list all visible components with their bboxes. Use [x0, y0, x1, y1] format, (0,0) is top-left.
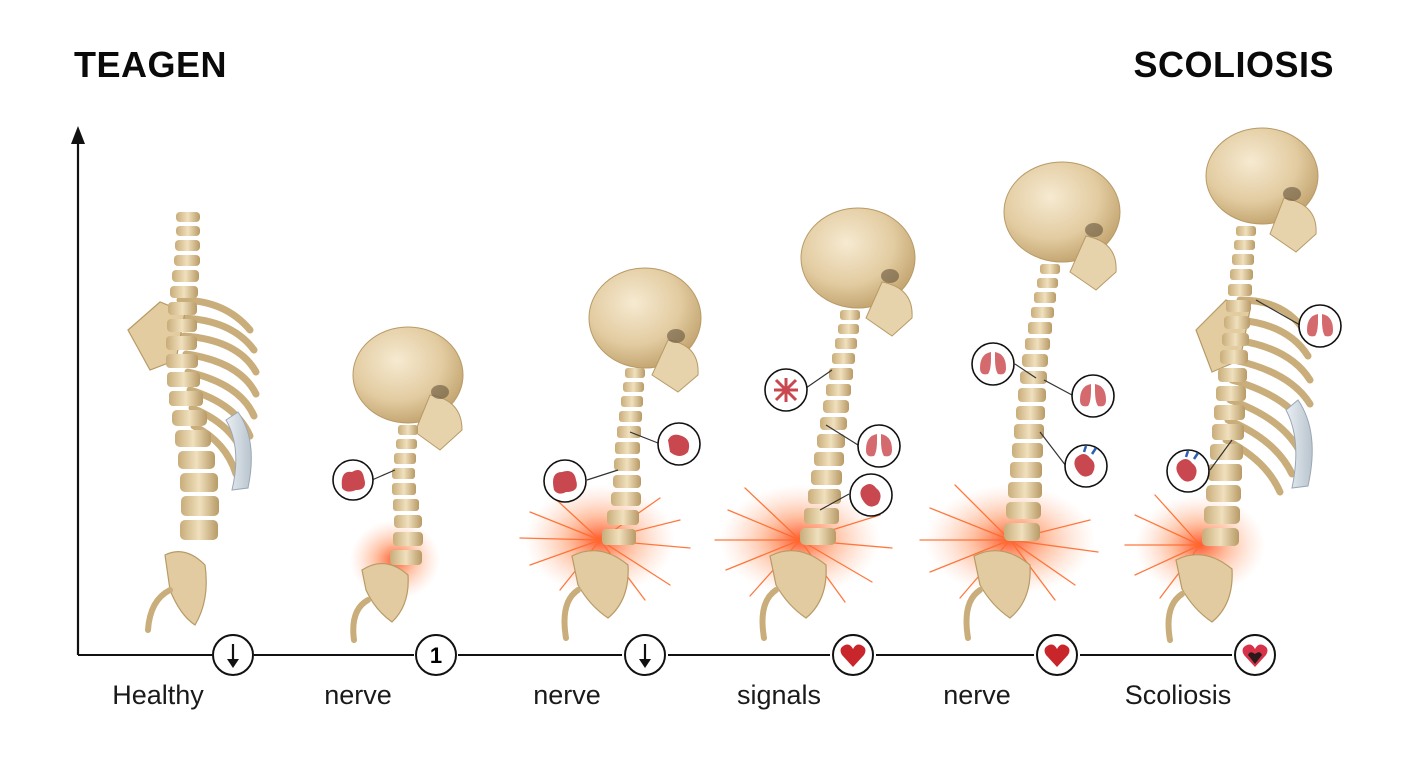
stage-label-nerve-1: nerve [324, 680, 392, 710]
heart-organ-icon [1166, 449, 1210, 493]
costal-cartilage [225, 411, 252, 491]
sacrum [571, 550, 629, 619]
spine-column [602, 368, 645, 545]
y-axis-arrowhead [71, 126, 85, 144]
sacrum [361, 563, 409, 623]
heart-organ-icon [849, 473, 893, 517]
skeleton-stage-4 [759, 207, 916, 641]
jaw [1069, 235, 1117, 291]
spine-column [166, 212, 219, 540]
skeleton-stage-6 [1165, 127, 1319, 643]
skeleton-stage-3 [561, 267, 702, 641]
stage-label-scoliosis: Scoliosis [1124, 680, 1232, 710]
spine-column [390, 425, 423, 565]
coccyx [963, 587, 983, 641]
spine-column [1004, 264, 1060, 541]
stage-label-healthy: Healthy [112, 680, 204, 710]
spine-column [800, 310, 860, 545]
jaw [865, 281, 913, 337]
spine-column [1202, 226, 1256, 546]
down-arrow-icon [212, 634, 254, 676]
stage-label-nerve-3: nerve [943, 680, 1011, 710]
heart-icon [1036, 634, 1078, 676]
stomach-icon [657, 422, 701, 466]
coccyx [145, 587, 173, 633]
skeleton-stage-1 [127, 212, 260, 633]
organ-callouts [332, 299, 1342, 517]
intestines-icon [764, 368, 808, 412]
intestines-icon [332, 459, 374, 501]
costal-cartilage [1285, 399, 1313, 489]
stage-label-nerve-2: nerve [533, 680, 601, 710]
down-arrow-icon [624, 634, 666, 676]
coccyx [759, 587, 779, 641]
baseline-markers: 1 [212, 634, 1276, 676]
lungs-icon [857, 424, 901, 468]
sacrum [164, 551, 207, 626]
heart-organ-icon [1064, 444, 1108, 488]
coccyx [350, 597, 371, 643]
coccyx [561, 587, 581, 641]
sacrum [769, 550, 827, 619]
lungs-icon [971, 342, 1015, 386]
sacrum [973, 550, 1031, 619]
skeleton-stage-2 [350, 326, 464, 643]
lungs-icon [1071, 374, 1115, 418]
sacrum [1175, 554, 1233, 623]
title-right: SCOLIOSIS [1133, 44, 1334, 85]
stage-label-signals: signals [736, 680, 822, 710]
dark-heart-icon [1234, 634, 1276, 676]
marker-number-text: 1 [430, 643, 442, 668]
number-one-icon: 1 [415, 634, 457, 676]
coccyx [1165, 591, 1185, 643]
heart-icon [832, 634, 874, 676]
lungs-icon [1298, 304, 1342, 348]
intestines-icon [543, 459, 587, 503]
skeleton-stage-5 [963, 161, 1121, 641]
title-left: TEAGEN [74, 44, 228, 85]
